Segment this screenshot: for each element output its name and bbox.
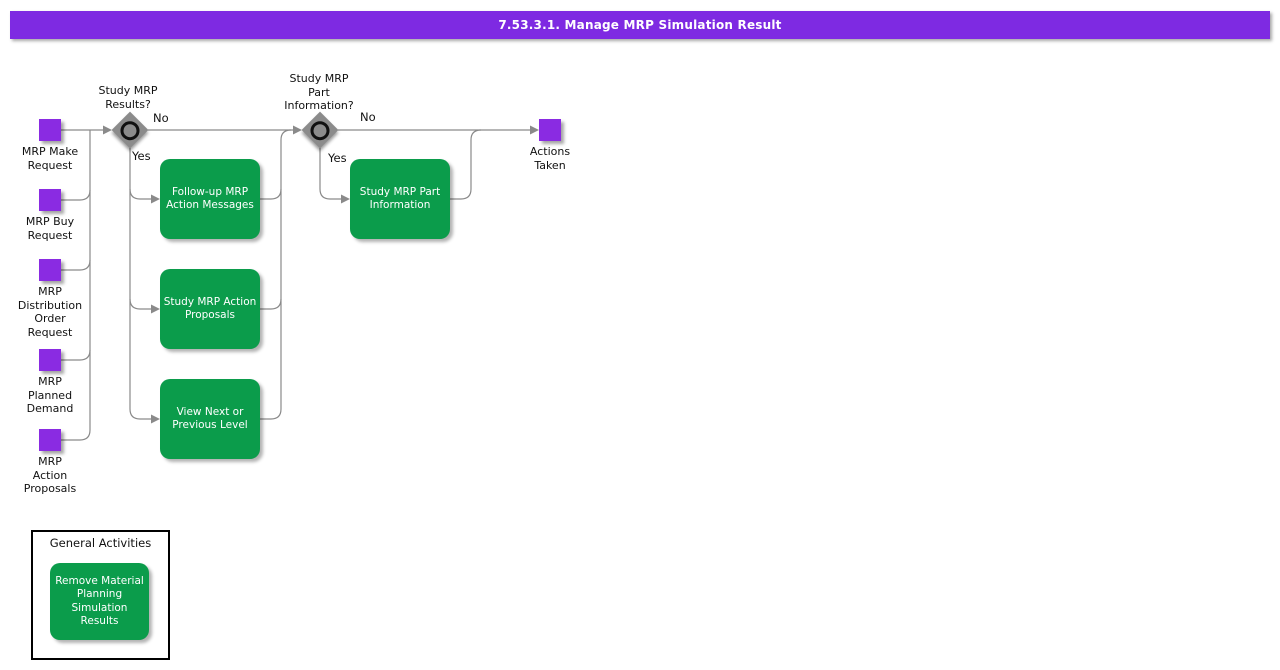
output-label-actions-taken: Actions Taken — [529, 145, 571, 172]
connector-activity4-out — [450, 129, 482, 200]
general-activities-title: General Activities — [49, 536, 152, 550]
input-label-mrp-distribution-order-request: MRP Distribution Order Request — [17, 285, 83, 339]
input-node-mrp-make-request[interactable] — [39, 119, 61, 141]
arrowhead-into-activity1 — [151, 194, 160, 204]
activity-study-mrp-action-proposals[interactable]: Study MRP Action Proposals — [160, 269, 260, 349]
decision2-no-label: No — [360, 110, 376, 124]
activity-follow-up-mrp-action-messages[interactable]: Follow-up MRP Action Messages — [160, 159, 260, 239]
input-label-mrp-make-request: MRP Make Request — [21, 145, 79, 172]
connector-buy-request — [61, 189, 91, 201]
connector-activity2-out — [260, 298, 282, 310]
output-node-actions-taken[interactable] — [539, 119, 561, 141]
activity-view-next-or-previous-level[interactable]: View Next or Previous Level — [160, 379, 260, 459]
connector-yes-branch-activity1 — [129, 188, 151, 200]
arrowhead-into-activity3 — [151, 414, 160, 424]
decision1-diamond — [111, 111, 149, 149]
arrowhead-into-activity4 — [341, 194, 350, 204]
input-node-mrp-action-proposals[interactable] — [39, 429, 61, 451]
connector-activity1-out — [260, 188, 282, 200]
decision1-ring-icon — [120, 120, 140, 140]
decision1-question: Study MRP Results? — [98, 84, 158, 111]
decision2-question: Study MRP Part Information? — [284, 72, 354, 112]
activity-study-mrp-part-information[interactable]: Study MRP Part Information — [350, 159, 450, 239]
input-label-mrp-action-proposals: MRP Action Proposals — [23, 455, 77, 495]
decision2-ring-icon — [310, 120, 330, 140]
input-node-mrp-distribution-order-request[interactable] — [39, 259, 61, 281]
arrowhead-into-actions-taken — [530, 125, 539, 135]
page-title: 7.53.3.1. Manage MRP Simulation Result — [498, 18, 782, 32]
connector-action-proposals — [61, 429, 91, 441]
arrowhead-into-activity2 — [151, 304, 160, 314]
title-bar: 7.53.3.1. Manage MRP Simulation Result — [10, 11, 1270, 39]
connector-decision1-yes-vertical — [129, 148, 151, 420]
input-node-mrp-planned-demand[interactable] — [39, 349, 61, 371]
decision2-yes-label: Yes — [328, 151, 347, 165]
input-node-mrp-buy-request[interactable] — [39, 189, 61, 211]
connector-distribution-order-request — [61, 259, 91, 271]
activity-remove-material-planning-simulation-results[interactable]: Remove Material Planning Simulation Resu… — [50, 563, 149, 640]
input-label-mrp-buy-request: MRP Buy Request — [25, 215, 75, 242]
input-label-mrp-planned-demand: MRP Planned Demand — [26, 375, 74, 415]
connector-activity3-out — [260, 408, 282, 420]
decision1-no-label: No — [153, 111, 169, 125]
connector-yes-branch-activity2 — [129, 298, 151, 310]
connector-planned-demand — [61, 349, 91, 361]
decision1-yes-label: Yes — [132, 149, 151, 163]
decision2-diamond — [301, 111, 339, 149]
connector-merge1-vertical — [280, 129, 292, 409]
